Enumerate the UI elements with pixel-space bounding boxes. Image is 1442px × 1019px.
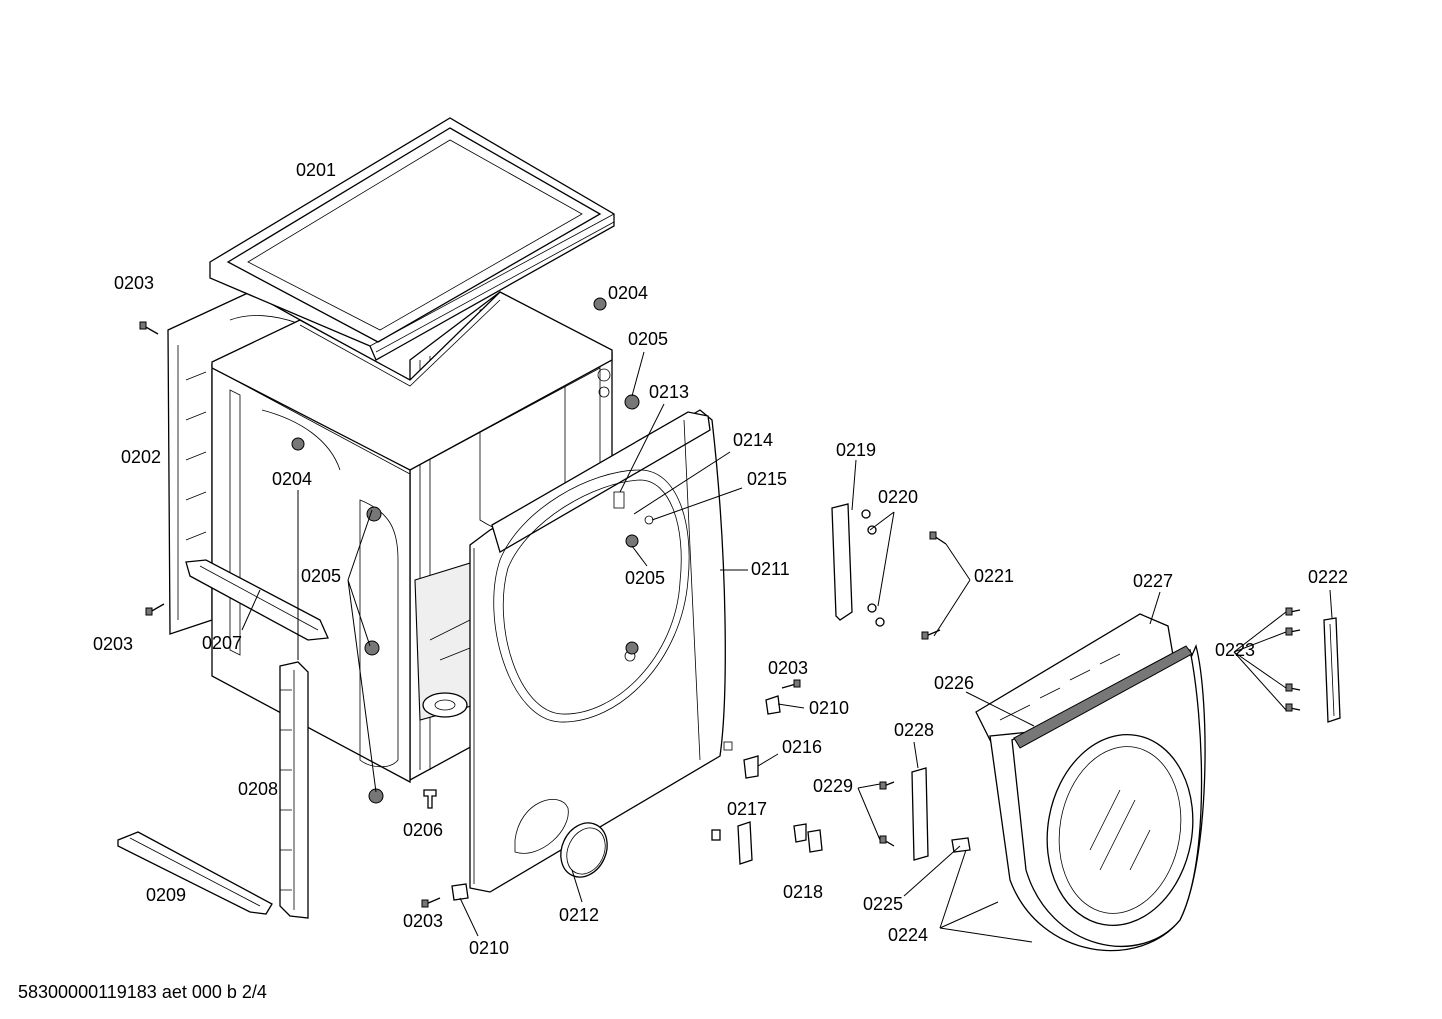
label-0203: 0203 xyxy=(768,658,808,678)
label-0203: 0203 xyxy=(93,634,133,654)
label-0204: 0204 xyxy=(272,469,312,489)
label-0212: 0212 xyxy=(559,905,599,925)
label-0226: 0226 xyxy=(934,673,974,693)
hinge-parts xyxy=(451,503,1341,901)
label-0210: 0210 xyxy=(809,698,849,718)
label-0229: 0229 xyxy=(813,776,853,796)
base-bracket xyxy=(117,831,273,915)
label-0205: 0205 xyxy=(628,329,668,349)
label-0204: 0204 xyxy=(608,283,648,303)
label-0211: 0211 xyxy=(751,559,790,579)
label-0227: 0227 xyxy=(1133,571,1173,591)
front-panel xyxy=(469,409,733,893)
label-0219: 0219 xyxy=(836,440,876,460)
label-0225: 0225 xyxy=(863,894,903,914)
label-0220: 0220 xyxy=(878,487,918,507)
label-0206: 0206 xyxy=(403,820,443,840)
label-0223: 0223 xyxy=(1215,640,1255,660)
label-0222: 0222 xyxy=(1308,567,1348,587)
door-assembly xyxy=(975,613,1206,952)
label-0217: 0217 xyxy=(727,799,767,819)
label-0201: 0201 xyxy=(296,160,336,180)
label-0228: 0228 xyxy=(894,720,934,740)
label-0205: 0205 xyxy=(625,568,665,588)
label-0218: 0218 xyxy=(783,882,823,902)
top-cover xyxy=(209,117,615,361)
label-0208: 0208 xyxy=(238,779,278,799)
label-0221: 0221 xyxy=(974,566,1014,586)
drawing-code: 58300000119183 aet 000 b 2/4 xyxy=(18,982,267,1002)
screws xyxy=(139,321,1301,908)
label-0215: 0215 xyxy=(747,469,787,489)
label-0202: 0202 xyxy=(121,447,161,467)
label-0203: 0203 xyxy=(403,911,443,931)
label-0205: 0205 xyxy=(301,566,341,586)
leader-lines xyxy=(241,351,1333,943)
label-0214: 0214 xyxy=(733,430,773,450)
service-cover xyxy=(560,822,608,878)
label-0207: 0207 xyxy=(202,633,242,653)
label-0203: 0203 xyxy=(114,273,154,293)
bumpers-feet xyxy=(291,297,640,809)
label-0213: 0213 xyxy=(649,382,689,402)
label-0210: 0210 xyxy=(469,938,509,958)
label-0209: 0209 xyxy=(146,885,186,905)
label-0224: 0224 xyxy=(888,925,928,945)
label-0216: 0216 xyxy=(782,737,822,757)
part-labels: 0201 0203 0204 0205 0213 0214 0219 0202 … xyxy=(93,160,1348,958)
vertical-rail xyxy=(279,661,309,919)
